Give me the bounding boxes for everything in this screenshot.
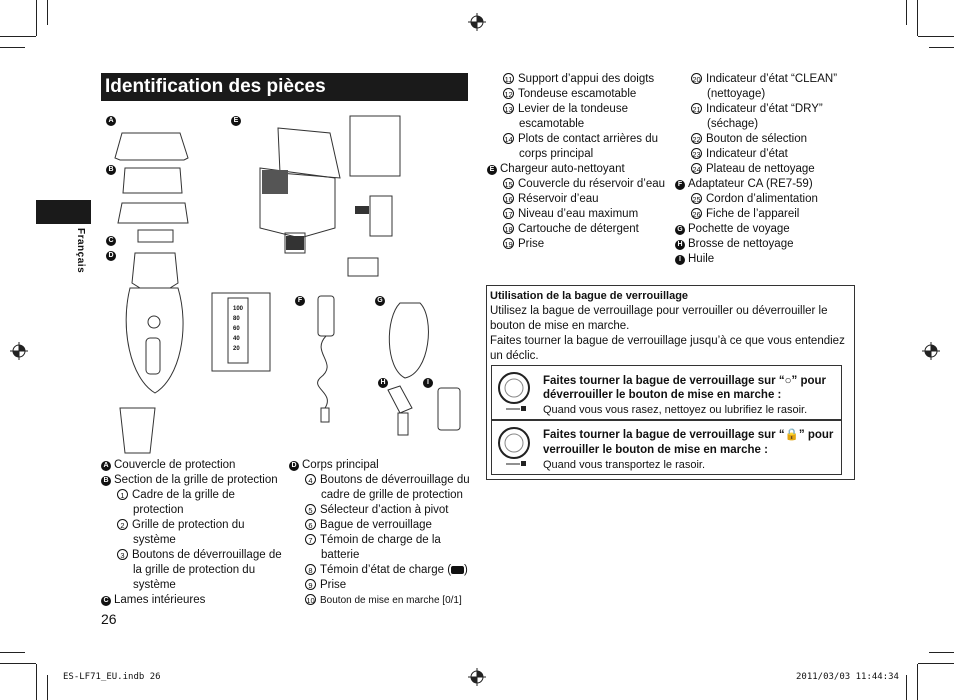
crop-mark xyxy=(0,47,25,48)
crop-mark xyxy=(36,664,37,700)
crop-mark xyxy=(918,663,954,664)
crop-mark xyxy=(0,652,25,653)
crop-mark xyxy=(47,675,48,700)
crop-mark xyxy=(0,663,36,664)
crop-mark xyxy=(917,664,918,700)
registration-mark-icon xyxy=(468,668,486,686)
badge-h: H xyxy=(378,378,388,388)
crop-mark xyxy=(929,47,954,48)
page-number: 26 xyxy=(101,611,117,627)
crop-mark xyxy=(906,0,907,25)
unlock-dial-icon xyxy=(498,372,530,411)
badge-d: D xyxy=(106,251,116,261)
badge-b: B xyxy=(106,165,116,175)
crop-mark xyxy=(47,0,48,25)
crop-mark xyxy=(906,675,907,700)
crop-mark xyxy=(0,36,36,37)
crop-mark xyxy=(36,0,37,36)
registration-mark-icon xyxy=(10,342,28,360)
crop-mark xyxy=(917,0,918,36)
page-title: Identification des pièces xyxy=(101,73,468,101)
language-label: Français xyxy=(75,228,86,274)
footer-datetime: 2011/03/03 11:44:34 xyxy=(796,672,899,682)
plug-icon xyxy=(451,566,465,574)
language-tab xyxy=(36,200,91,224)
footer-file: ES-LF71_EU.indb 26 xyxy=(63,672,161,682)
registration-mark-icon xyxy=(468,13,486,31)
badge-g: G xyxy=(375,296,385,306)
crop-mark xyxy=(929,652,954,653)
badge-a: A xyxy=(106,116,116,126)
crop-mark xyxy=(918,36,954,37)
badge-e: E xyxy=(231,116,241,126)
lock-ring-info-box xyxy=(486,285,855,480)
charge-scale: 100 80 60 40 20 xyxy=(233,306,244,352)
badge-f: F xyxy=(295,296,305,306)
badge-i: I xyxy=(423,378,433,388)
lock-panel xyxy=(491,420,842,475)
lock-dial-icon xyxy=(498,427,530,466)
parts-diagram xyxy=(114,115,461,454)
unlocked-ring-icon: ○ xyxy=(784,375,792,387)
unlock-panel xyxy=(491,365,842,420)
lock-box-heading: Utilisation de la bague de verrouillage xyxy=(490,290,689,302)
registration-mark-icon xyxy=(922,342,940,360)
badge-c: C xyxy=(106,236,116,246)
padlock-icon: 🔒 xyxy=(784,429,799,441)
